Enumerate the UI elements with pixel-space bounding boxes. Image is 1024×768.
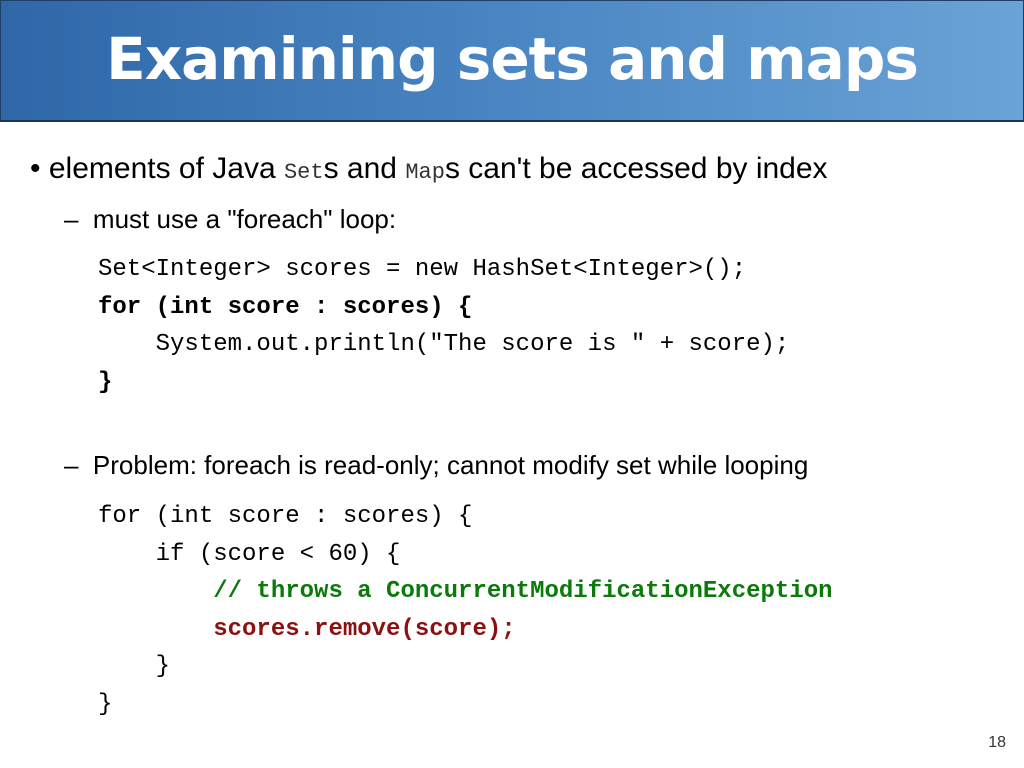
bullet-text-2: s and xyxy=(323,152,406,185)
sub-bullet-foreach: – must use a "foreach" loop: xyxy=(64,204,396,235)
code-line: } xyxy=(98,653,171,680)
code-line: for (int score : scores) { xyxy=(98,293,473,321)
title-bar xyxy=(0,0,1024,122)
code-map: Map xyxy=(405,160,445,185)
page-number: 18 xyxy=(988,734,1006,751)
code-comment-line: // throws a ConcurrentModificationExcept… xyxy=(98,578,833,605)
code-line: } xyxy=(98,690,113,718)
code-line: } xyxy=(98,368,113,396)
bullet-text-3: s can't be accessed by index xyxy=(444,152,828,185)
code-line-remove: scores.remove(score); xyxy=(98,615,516,643)
bullet-marker: • xyxy=(30,152,41,185)
sub-text: must use a "foreach" loop: xyxy=(92,204,397,234)
code-line: for (int score : scores) { xyxy=(98,503,473,530)
code-line: Set<Integer> scores = new HashSet<Intege… xyxy=(98,256,747,283)
bullet-text-1: elements of Java xyxy=(48,152,284,185)
code-set: Set xyxy=(283,160,324,185)
sub-marker: – xyxy=(64,204,79,234)
code-block-remove: for (int score : scores) { if (score < 6… xyxy=(98,498,833,723)
code-line: if (score < 60) { xyxy=(98,540,401,568)
sub-marker: – xyxy=(64,450,79,480)
sub-text: Problem: foreach is read-only; cannot mo… xyxy=(92,450,809,480)
bullet-item: • elements of Java Sets and Maps can't b… xyxy=(30,152,828,186)
code-line: System.out.println("The score is " + sco… xyxy=(98,331,790,358)
slide-title: Examining sets and maps xyxy=(106,25,919,93)
sub-bullet-problem: – Problem: foreach is read-only; cannot … xyxy=(64,450,808,481)
code-block-foreach: Set<Integer> scores = new HashSet<Intege… xyxy=(98,251,789,401)
